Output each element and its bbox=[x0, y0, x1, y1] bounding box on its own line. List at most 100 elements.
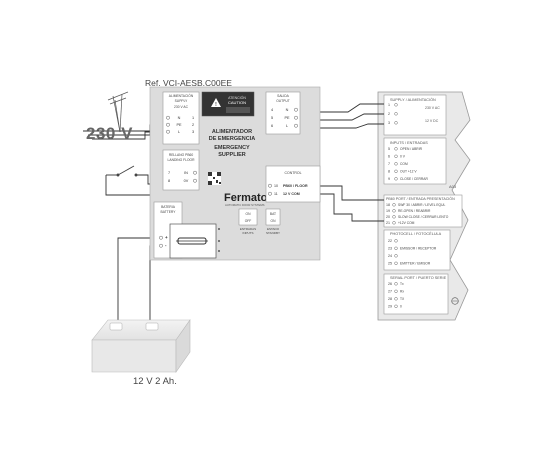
panel-row-label: 0 V bbox=[400, 155, 406, 159]
panel-row-number: 9 bbox=[388, 177, 390, 181]
battery-pos-terminal bbox=[109, 322, 123, 331]
terminal-screw-icon bbox=[392, 203, 396, 207]
control-wire-11 bbox=[320, 193, 384, 222]
panel-row-number: 18 bbox=[386, 203, 390, 207]
entradas-label-2: INPUTS bbox=[242, 231, 253, 235]
terminal-screw-icon bbox=[394, 103, 398, 107]
terminal-screw-icon bbox=[392, 215, 396, 219]
terminal-screw-icon bbox=[159, 235, 163, 240]
terminal-screw-icon bbox=[392, 221, 396, 225]
panel-row-label: COM bbox=[400, 162, 408, 166]
floor-terminal-number: 7 bbox=[168, 171, 170, 175]
terminal-screw-icon bbox=[268, 191, 272, 196]
control-number: 10 bbox=[274, 184, 278, 188]
panel-row-label: RE-OPEN / REABRIR bbox=[398, 209, 431, 213]
output-terminal-number: 6 bbox=[271, 124, 273, 128]
panel-landing-title: PB60 PORT / ENTRADA PRESENTACIÓN bbox=[386, 196, 455, 201]
battery-terminal-label: + bbox=[165, 235, 168, 240]
terminal-screw-icon bbox=[392, 209, 396, 213]
panel-row-label: Tx bbox=[400, 282, 404, 286]
battery-icon bbox=[91, 319, 191, 373]
module-title-en-2: SUPPLIER bbox=[218, 152, 246, 158]
panel-row-number: 5 bbox=[388, 147, 390, 151]
panel-row-label: 0 bbox=[400, 305, 402, 309]
terminal-screw-icon bbox=[394, 282, 398, 286]
terminal-screw-icon bbox=[394, 177, 398, 181]
terminal-screw-icon bbox=[394, 147, 398, 151]
output-terminal-label: N bbox=[286, 108, 289, 112]
reference-label: Ref. VCI-AESB.C00EE bbox=[145, 78, 232, 88]
output-title-2: OUTPUT bbox=[276, 99, 290, 103]
terminal-screw-icon bbox=[394, 246, 398, 250]
mains-supply-symbol bbox=[107, 91, 129, 133]
supply-title-2: SUPPLY bbox=[175, 99, 189, 103]
supply-title-1: ALIMENTACIÓN bbox=[169, 93, 194, 98]
terminal-screw-icon bbox=[166, 122, 170, 127]
terminal-screw-icon bbox=[394, 239, 398, 243]
estado-label-2: STANDBY bbox=[266, 231, 280, 235]
supply-terminal-label: L bbox=[178, 130, 180, 134]
on-label: ON bbox=[246, 212, 252, 216]
terminal-screw-icon bbox=[394, 154, 398, 158]
supply-terminal-label: PE bbox=[176, 123, 182, 127]
output-terminal-number: 4 bbox=[271, 108, 273, 112]
panel-row-label: TX bbox=[400, 297, 405, 301]
panel-row-label: CLOSE / CERRAR bbox=[400, 177, 428, 181]
output-wire-4 bbox=[300, 103, 384, 113]
battery-title-2: BATTERY bbox=[161, 210, 177, 214]
output-wire-6 bbox=[300, 123, 384, 129]
panel-row-label: SLOW CLOSE / CERRAR LENTO bbox=[398, 215, 449, 219]
terminal-screw-icon bbox=[394, 121, 398, 125]
bat-label: BAT bbox=[270, 212, 276, 216]
output-terminal-label: L bbox=[286, 124, 288, 128]
floor-terminal-label: IN bbox=[184, 171, 188, 175]
panel-serial-block bbox=[383, 273, 449, 315]
brand-subtitle: AUTOMATIC DOOR SYSTEMS bbox=[225, 203, 265, 207]
landing-floor-block bbox=[162, 149, 200, 191]
panel-row-number: 26 bbox=[388, 282, 392, 286]
output-title-1: SALIDA bbox=[277, 94, 290, 98]
panel-row-number: 8 bbox=[388, 170, 390, 174]
panel-row-label: OUT +12 V bbox=[400, 170, 417, 174]
panel-supply-note-1: 230 V AC bbox=[425, 106, 440, 110]
panel-supply-note-2: 12 V DC bbox=[425, 119, 439, 123]
output-terminal-label: PE bbox=[284, 116, 290, 120]
panel-row-number: 21 bbox=[386, 221, 390, 225]
control-label: PB60 / FLOOR bbox=[283, 184, 308, 188]
panel-row-label: +12V COM bbox=[398, 221, 415, 225]
panel-row-label: EMISSOR / RECEPTOR bbox=[400, 247, 437, 251]
landing-switch-icon bbox=[116, 165, 138, 177]
caution-label-2: CAUTION bbox=[228, 100, 246, 105]
panel-row-number: 1 bbox=[388, 103, 390, 107]
terminal-screw-icon bbox=[193, 170, 197, 175]
estado-label-1: ESTADO bbox=[267, 227, 280, 231]
terminal-screw-icon bbox=[159, 243, 163, 248]
earth-symbol-icon bbox=[451, 297, 459, 305]
panel-row-number: 7 bbox=[388, 162, 390, 166]
terminal-screw-icon bbox=[394, 289, 398, 293]
panel-row-number: 23 bbox=[388, 247, 392, 251]
battery-rating-label: 12 V 2 Ah. bbox=[133, 376, 177, 387]
panel-landing-block bbox=[383, 194, 463, 228]
terminal-screw-icon bbox=[294, 123, 298, 128]
panel-row-number: 19 bbox=[386, 209, 390, 213]
panel-row-number: 20 bbox=[386, 215, 390, 219]
floor-title-1: RELLANO PB60 bbox=[169, 153, 194, 157]
battery-title-1: BATERIA bbox=[161, 205, 176, 209]
terminal-screw-icon bbox=[294, 107, 298, 112]
control-title: CONTROL bbox=[284, 171, 301, 175]
terminal-screw-icon bbox=[394, 169, 398, 173]
bat-on-label: ON bbox=[271, 219, 277, 223]
terminal-screw-icon bbox=[394, 162, 398, 166]
battery-terminals: +- bbox=[159, 235, 168, 248]
supply-terminal-number: 3 bbox=[192, 130, 194, 134]
panel-row-label: SWF 30 / ABRIR / LEVEL EQUL bbox=[398, 203, 445, 207]
module-title-es-1: ALIMENTADOR bbox=[212, 129, 252, 135]
battery-neg-terminal bbox=[145, 322, 159, 331]
